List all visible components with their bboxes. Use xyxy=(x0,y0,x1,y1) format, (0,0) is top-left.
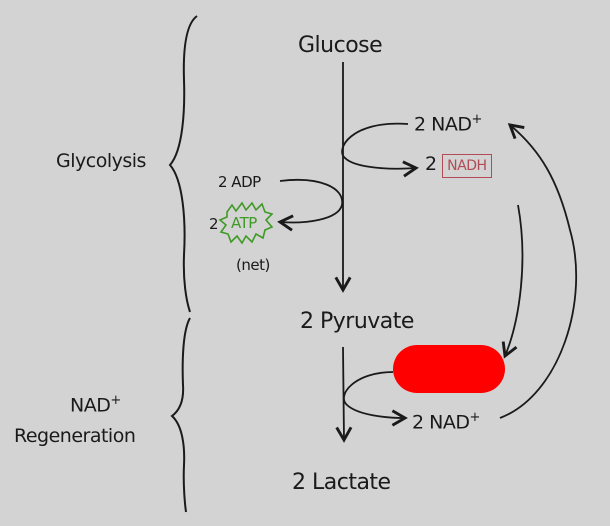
atp-count-label: 2 xyxy=(209,215,219,233)
nad-top-label: 2 NAD+ xyxy=(414,112,482,136)
nadh-to-redacted-arrow xyxy=(501,204,524,359)
nad-regen-label-line2: Regeneration xyxy=(14,425,136,447)
nad-regen-label-line1: NAD+ xyxy=(70,393,121,417)
atp-starburst-icon xyxy=(218,201,274,245)
lactate-label: 2 Lactate xyxy=(292,470,391,495)
glucose-label: Glucose xyxy=(298,33,383,58)
redaction-blob xyxy=(393,345,505,393)
nadh-label: 2 NADH xyxy=(425,153,492,178)
pyruvate-label: 2 Pyruvate xyxy=(300,309,414,334)
nad-bottom-label: 2 NAD+ xyxy=(412,410,480,434)
nad-to-nadh-arrow xyxy=(341,122,419,178)
nad-regeneration-brace xyxy=(170,317,191,513)
pyruvate-to-lactate-arrow xyxy=(335,346,353,443)
nad-recycle-arrow xyxy=(499,123,578,419)
glycolysis-label: Glycolysis xyxy=(56,150,146,172)
net-label: (net) xyxy=(236,256,270,274)
glycolysis-brace xyxy=(168,15,198,313)
redacted-to-nad-arrow xyxy=(343,371,408,427)
adp-to-atp-arrow xyxy=(277,179,343,232)
atp-label: ATP xyxy=(231,214,257,232)
adp-label: 2 ADP xyxy=(218,173,261,191)
nadh-box: NADH xyxy=(442,154,492,178)
